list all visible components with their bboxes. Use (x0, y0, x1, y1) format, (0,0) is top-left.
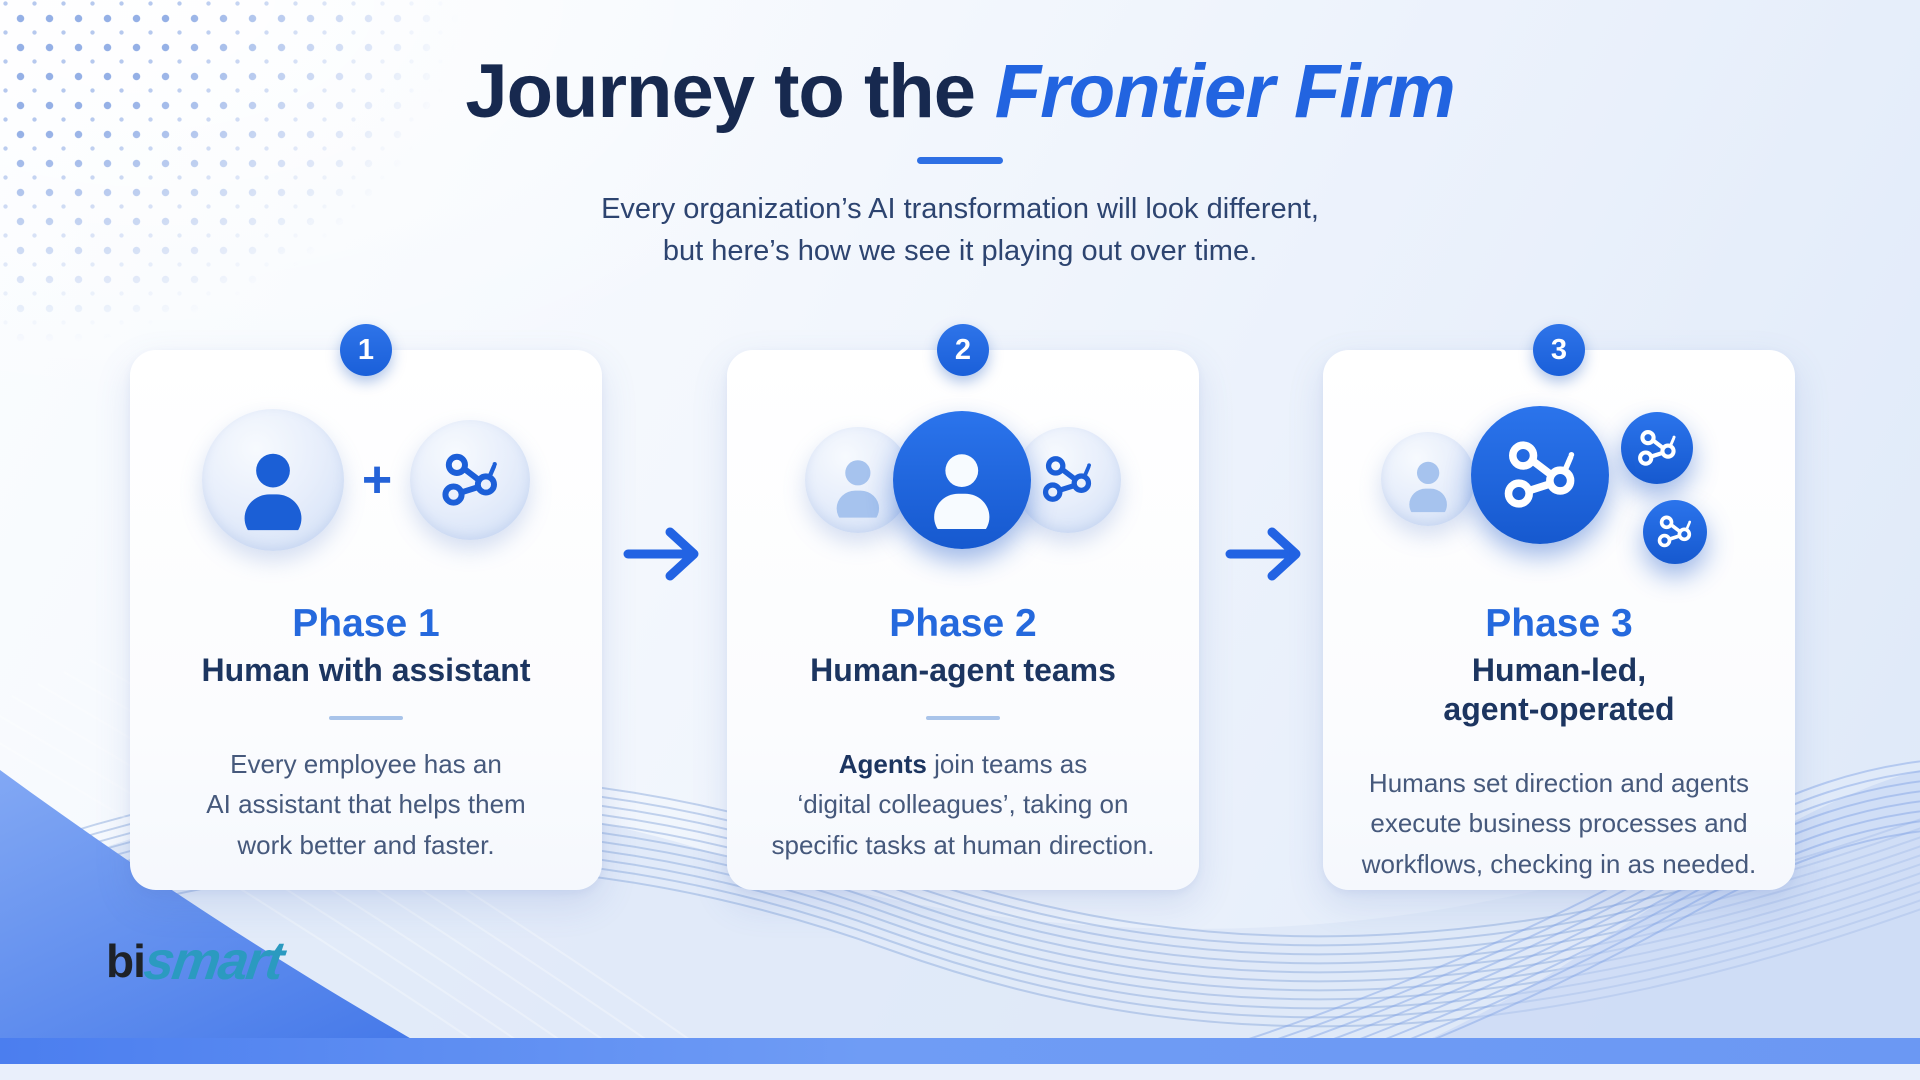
phase-2-card: 2 Phase 2 Human-agent teams Agents join … (727, 324, 1199, 890)
phase-2-badge: 2 (937, 324, 989, 376)
phase-2-description-bold: Agents (838, 749, 927, 780)
agent-network-solid-icon (1471, 406, 1609, 544)
phase-1-badge: 1 (340, 324, 392, 376)
human-avatar-solid-icon (893, 411, 1031, 549)
page-subtitle: Every organization’s AI transformation w… (601, 193, 1319, 268)
agent-network-small-icon (1643, 500, 1707, 564)
phase-2-title: Phase 2 (889, 602, 1037, 645)
agent-network-icon (1015, 427, 1121, 533)
phase-1-badge-number: 1 (357, 333, 375, 366)
phase-1-description-text: Every employee has an AI assistant that … (206, 749, 526, 860)
phase-2-description-text: join teams as ‘digital colleagues’, taki… (771, 749, 1155, 860)
human-avatar-icon (201, 409, 344, 551)
page-title-regular: Journey to the (465, 49, 976, 134)
phase-3-subtitle: Human-led, agent-operated (1443, 652, 1675, 728)
phase-3-description: Humans set direction and agents execute … (1342, 763, 1776, 884)
agent-network-small-icon (1621, 412, 1693, 484)
phase-1-description: Every employee has an AI assistant that … (149, 744, 583, 865)
phase-1-title: Phase 1 (292, 602, 440, 645)
title-underline-divider (917, 157, 1003, 165)
phase-3-description-text: Humans set direction and agents execute … (1361, 768, 1757, 879)
logo-suffix: smart (140, 931, 286, 991)
phase-2-badge-number: 2 (954, 333, 972, 366)
phase-1-card: 1 + Phase 1 Human with assistant Every e… (130, 324, 602, 890)
phase-2-description: Agents join teams as ‘digital colleagues… (746, 744, 1180, 865)
arrow-right-icon (620, 518, 706, 590)
phase-2-divider (926, 716, 1000, 721)
phase-3-badge: 3 (1533, 324, 1585, 376)
phase-2-illustration (727, 366, 1199, 594)
phase-3-illustration (1323, 366, 1795, 594)
phase-1-subtitle: Human with assistant (201, 652, 531, 688)
human-avatar-faded-icon (1381, 432, 1475, 526)
phase-3-card: 3 Phase 3 Human-led, agent-operated Huma… (1323, 324, 1795, 890)
arrow-right-icon (1222, 518, 1308, 590)
phase-3-title: Phase 3 (1485, 602, 1633, 645)
phase-1-divider (329, 716, 403, 721)
page-title-accent: Frontier Firm (994, 49, 1456, 134)
agent-network-icon (410, 420, 531, 540)
logo-prefix: bi (106, 935, 146, 987)
phase-1-illustration: + (130, 366, 602, 594)
phase-3-badge-number: 3 (1550, 333, 1568, 366)
phase-2-subtitle: Human-agent teams (810, 652, 1116, 688)
plus-icon: + (361, 451, 393, 509)
